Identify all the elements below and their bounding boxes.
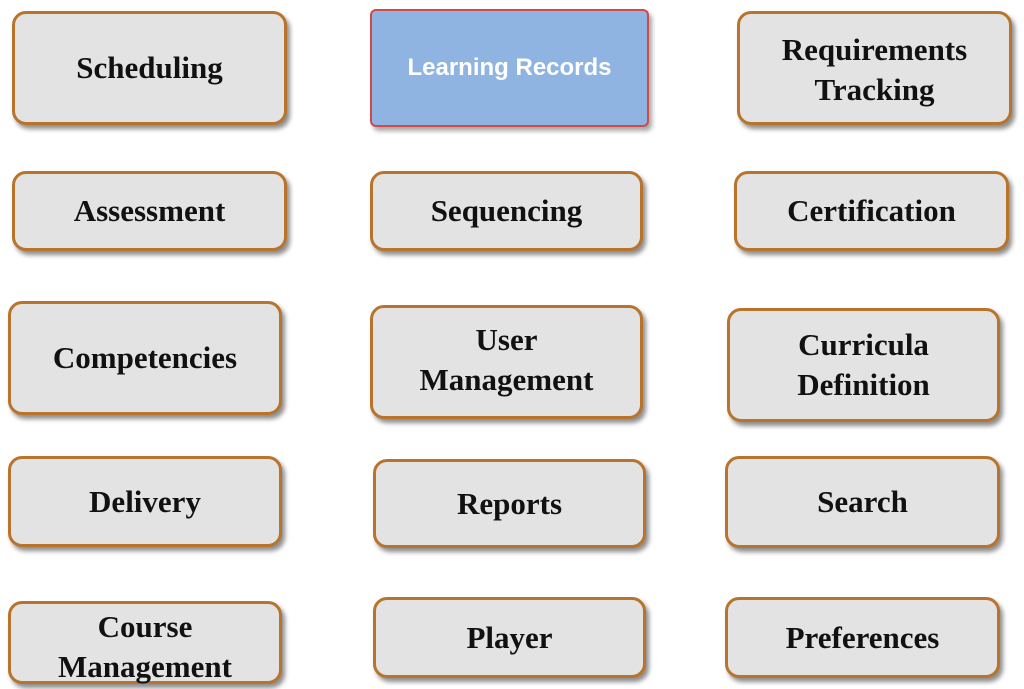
module-box-search[interactable]: Search xyxy=(725,456,1000,548)
module-box-curricula-definition[interactable]: Curricula Definition xyxy=(727,308,1000,422)
module-label: Player xyxy=(466,619,553,655)
module-box-user-management[interactable]: User Management xyxy=(370,305,643,419)
module-box-course-management[interactable]: Course Management xyxy=(8,601,282,684)
module-label: Search xyxy=(817,484,908,519)
module-label: Reports xyxy=(456,485,563,521)
module-box-learning-records[interactable]: Learning Records xyxy=(370,9,649,127)
module-box-delivery[interactable]: Delivery xyxy=(8,456,282,547)
module-label: Competencies xyxy=(52,340,238,375)
module-label: Preferences xyxy=(785,619,940,655)
module-box-sequencing[interactable]: Sequencing xyxy=(370,171,643,251)
module-label: Curricula Definition xyxy=(797,327,930,402)
module-label: Learning Records xyxy=(407,54,612,81)
module-label: Sequencing xyxy=(430,193,583,228)
module-label: Delivery xyxy=(89,483,201,519)
module-label: Course Management xyxy=(58,608,232,684)
module-label: User Management xyxy=(419,322,594,397)
module-box-reports[interactable]: Reports xyxy=(373,459,646,548)
module-box-scheduling[interactable]: Scheduling xyxy=(12,11,287,125)
module-box-competencies[interactable]: Competencies xyxy=(8,301,282,415)
module-label: Requirements Tracking xyxy=(781,32,968,107)
module-label: Scheduling xyxy=(76,50,223,85)
module-box-certification[interactable]: Certification xyxy=(734,171,1009,251)
module-box-preferences[interactable]: Preferences xyxy=(725,597,1000,678)
module-box-requirements-tracking[interactable]: Requirements Tracking xyxy=(737,11,1012,125)
module-label: Certification xyxy=(787,193,956,228)
module-label: Assessment xyxy=(73,193,226,228)
module-box-assessment[interactable]: Assessment xyxy=(12,171,287,251)
module-box-player[interactable]: Player xyxy=(373,597,646,678)
